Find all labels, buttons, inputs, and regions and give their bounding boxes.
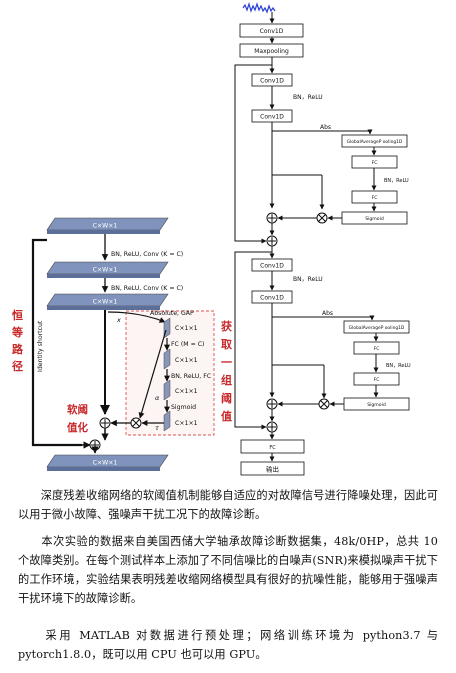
bn-relu-conv-1-label: BN, ReLU, Conv (K = C) [111, 251, 183, 258]
paragraph-2: 本次实验的数据来自美国西储大学轴承故障诊断数据集，48k/0HP，总共 10 个… [18, 535, 438, 605]
unit1-fc1-label: FC [372, 160, 378, 166]
identity-shortcut-label: Identity shortcut [37, 320, 44, 372]
vertical-char: 恒 [12, 308, 23, 322]
unit1-conv1d-b-label: Conv1D [260, 114, 284, 121]
maxpooling-label: Maxpooling [254, 48, 289, 55]
unit1-fc2-label: FC [372, 195, 378, 201]
input-signal-icon [242, 1, 276, 14]
unit1-abs-label: Abs [320, 124, 331, 131]
threshold-group-text: 获取一组阈值 [221, 319, 232, 423]
vertical-char: 组 [221, 373, 232, 387]
unit2-sigmoid-label: Sigmoid [367, 402, 386, 408]
absolute-gap-label: Absolute, GAP [150, 310, 194, 317]
vertical-char: 值 [221, 409, 232, 423]
unit2-bn-relu-fc-label: BN，ReLU [386, 363, 411, 369]
vertical-char: 获 [221, 319, 232, 333]
vertical-char: 一 [221, 356, 232, 369]
alpha-label: α [155, 394, 160, 402]
top-tensor-label: C×W×1 [93, 223, 118, 230]
unit1-bn-relu-label: BN，ReLU [293, 94, 323, 101]
vertical-char: 阈 [221, 391, 232, 405]
unit2-gap-label: GlobalAverageP ooling1D [349, 325, 405, 331]
vertical-char: 等 [11, 325, 23, 339]
slab-2-label: C×1×1 [175, 357, 198, 364]
unit2-conv1d-b-label: Conv1D [260, 295, 284, 302]
identity-path-text: 恒等路径 [11, 308, 24, 373]
bn-relu-fc-label: BN, ReLU, FC [171, 373, 211, 380]
tensor-3-label: C×W×1 [93, 299, 118, 306]
slab-2 [163, 348, 171, 370]
unit2-fc1-label: FC [374, 346, 380, 352]
soft-threshold-text-2: 值化 [67, 421, 88, 434]
unit2-bn-relu-label: BN，ReLU [293, 276, 323, 283]
vertical-char: 径 [12, 359, 23, 373]
tau-label: τ [155, 424, 159, 432]
soft-threshold-text-1: 软阈 [67, 403, 88, 416]
output-label: 输出 [266, 465, 279, 474]
sigmoid-label: Sigmoid [171, 404, 196, 411]
unit1-sigmoid-label: Sigmoid [365, 216, 384, 222]
tensor-2-label: C×W×1 [93, 267, 118, 274]
fc-m-c-label: FC (M = C) [171, 341, 204, 348]
bottom-tensor-label: C×W×1 [93, 460, 118, 467]
slab-1-label: C×1×1 [175, 325, 198, 332]
left-red-vertical-label: 恒等路径 [11, 308, 24, 373]
vertical-char: 路 [12, 342, 24, 356]
right-red-vertical-label: 获取一组阈值 [221, 319, 232, 423]
vertical-char: 取 [221, 338, 232, 351]
slab-4 [163, 410, 171, 432]
slab-4-label: C×1×1 [175, 420, 198, 427]
slab-3 [163, 379, 171, 401]
unit1-conv1d-a-label: Conv1D [260, 78, 284, 85]
right-network-diagram: Conv1D Maxpooling Conv1D BN，ReLU Conv1D … [234, 1, 411, 476]
conv1d-label: Conv1D [260, 28, 284, 35]
output-block [240, 461, 305, 476]
unit2-fc2-label: FC [374, 377, 380, 383]
bn-relu-conv-2-label: BN, ReLU, Conv (K = C) [111, 285, 183, 292]
figure-area: Conv1D Maxpooling Conv1D BN，ReLU Conv1D … [11, 1, 411, 476]
final-fc-label: FC [269, 445, 276, 451]
unit2-conv1d-a-label: Conv1D [260, 263, 284, 270]
x-label: x [116, 316, 121, 324]
left-rsbu-diagram: C×W×1 C×W×1 BN, ReLU, Conv (K = C) BN, R… [11, 217, 232, 471]
unit1-gap-label: GlobalAverageP ooling1D [347, 139, 403, 145]
identity-shortcut-line [31, 238, 82, 447]
slab-3-label: C×1×1 [175, 388, 198, 395]
unit1-bn-relu-fc-label: BN，ReLU [384, 178, 409, 184]
paragraph-3: 采用 MATLAB 对数据进行预处理；网络训练环境为 python3.7 与 p… [18, 629, 438, 661]
unit2-abs-label: Abs [322, 310, 333, 317]
paragraph-1: 深度残差收缩网络的软阈值机制能够自适应的对故障信号进行降噪处理，因此可以用于微小… [18, 489, 438, 521]
